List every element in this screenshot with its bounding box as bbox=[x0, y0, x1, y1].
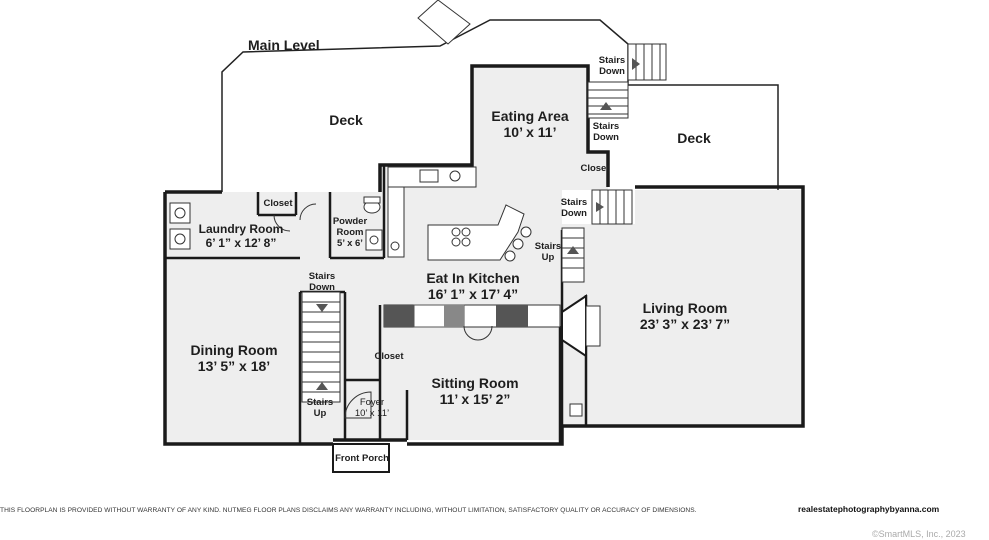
kitchen-island bbox=[427, 204, 525, 261]
stairs bbox=[301, 0, 667, 403]
stairs-kitchen-up bbox=[561, 227, 585, 283]
room-label-front-porch: Front Porch bbox=[334, 453, 390, 465]
room-label-powder-room: Powder Room 5’ x 6’ bbox=[331, 216, 369, 250]
room-name: Deck bbox=[329, 112, 363, 128]
website-credit: realestatephotographybyanna.com bbox=[798, 504, 940, 514]
room-name: Foyer bbox=[359, 397, 385, 408]
stairs-down-deck-label: Stairs Down bbox=[592, 121, 620, 143]
copyright-text: ©SmartMLS, Inc., 2023 bbox=[872, 529, 966, 539]
stairs-down-kitchen-label: Stairs Down bbox=[560, 197, 588, 219]
room-dimensions: 23’ 3” x 23’ 7” bbox=[639, 316, 731, 333]
stairs-up-foyer-label: Stairs Up bbox=[306, 397, 334, 419]
room-name: Front Porch bbox=[335, 453, 389, 464]
room-label-sitting-room: Sitting Room 11’ x 15’ 2” bbox=[420, 375, 530, 407]
room-dimensions: 16’ 1” x 17’ 4” bbox=[427, 286, 519, 303]
room-label-deck-left: Deck bbox=[316, 112, 376, 128]
stairs-eating-down bbox=[587, 81, 629, 119]
stairs-down-top-label: Stairs Down bbox=[598, 55, 626, 77]
kitchen-counters bbox=[383, 166, 561, 328]
room-name: Eat In Kitchen bbox=[426, 270, 520, 286]
room-label-deck-right: Deck bbox=[664, 130, 724, 146]
stairs-down-dining-label: Stairs Down bbox=[308, 271, 336, 293]
room-name: Sitting Room bbox=[431, 375, 519, 391]
disclaimer-text: THIS FLOORPLAN IS PROVIDED WITHOUT WARRA… bbox=[0, 507, 697, 514]
room-label-eating-area: Eating Area 10’ x 11’ bbox=[480, 108, 580, 140]
room-dimensions: 10’ x 11’ bbox=[354, 407, 390, 419]
stairs-top-right bbox=[627, 43, 667, 81]
room-name: Living Room bbox=[642, 300, 728, 316]
room-name: Powder Room bbox=[332, 216, 368, 238]
stairs-up-kitchen-label: Stairs Up bbox=[534, 241, 562, 263]
closet-foyer-label: Closet bbox=[374, 351, 404, 362]
room-dimensions: 6’ 1” x 12’ 8” bbox=[205, 235, 277, 250]
room-label-dining-room: Dining Room 13’ 5” x 18’ bbox=[184, 342, 284, 374]
room-label-living-room: Living Room 23’ 3” x 23’ 7” bbox=[630, 300, 740, 332]
room-dimensions: 13’ 5” x 18’ bbox=[197, 358, 271, 375]
room-name: Deck bbox=[677, 130, 711, 146]
exterior-walls bbox=[163, 64, 805, 446]
room-name: Eating Area bbox=[491, 108, 569, 124]
room-label-foyer: Foyer 10’ x 11’ bbox=[348, 397, 396, 420]
room-dimensions: 10’ x 11’ bbox=[503, 124, 557, 141]
stairs-deck-left bbox=[417, 0, 471, 45]
room-dimensions: 11’ x 15’ 2” bbox=[439, 391, 511, 408]
stairs-foyer bbox=[301, 291, 341, 403]
doors bbox=[273, 203, 493, 419]
room-dimensions: 5’ x 6’ bbox=[337, 237, 363, 249]
room-name: Dining Room bbox=[190, 342, 278, 358]
room-label-eat-in-kitchen: Eat In Kitchen 16’ 1” x 17’ 4” bbox=[418, 270, 528, 302]
level-title: Main Level bbox=[248, 37, 320, 53]
closet-laundry-label: Closet bbox=[263, 198, 293, 209]
room-label-laundry-room: Laundry Room 6’ 1” x 12’ 8” bbox=[196, 222, 286, 251]
stairs-kitchen-down bbox=[591, 189, 633, 225]
front-porch-outline bbox=[332, 443, 390, 473]
closet-eating-label: Closet bbox=[580, 163, 610, 174]
fixtures bbox=[169, 196, 601, 417]
room-name: Laundry Room bbox=[198, 222, 284, 236]
